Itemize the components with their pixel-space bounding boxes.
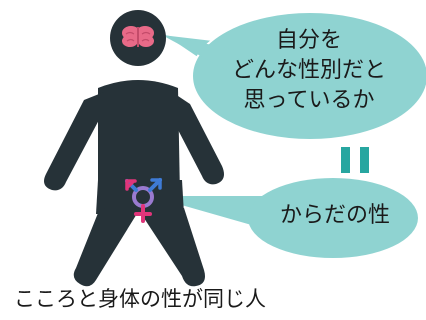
brain-icon <box>122 26 154 47</box>
self-perceived-gender-label: 自分を どんな性別だと 思っているか <box>196 26 422 116</box>
thought-bubble-top <box>160 11 426 141</box>
equals-sign <box>341 147 369 173</box>
right-leg <box>140 208 205 287</box>
human-figure <box>44 10 224 287</box>
hips <box>96 180 184 214</box>
right-arm <box>172 92 224 185</box>
torso <box>98 80 180 196</box>
bubble-top-line-3: 思っているか <box>243 88 375 113</box>
body-sex-label: からだの性 <box>279 203 390 228</box>
bubble-top-line-1: 自分を <box>275 28 342 53</box>
left-leg <box>73 208 138 287</box>
bubble-top-line-2: どんな性別だと <box>231 58 386 83</box>
transgender-symbol-icon <box>125 178 162 223</box>
caption: こころと身体の性が同じ人 <box>14 287 266 311</box>
left-arm <box>44 92 104 191</box>
